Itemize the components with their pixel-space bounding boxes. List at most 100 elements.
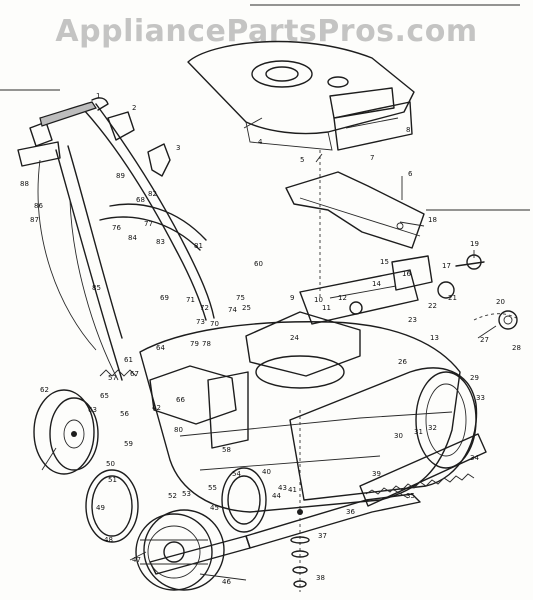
callout-82: 82 bbox=[148, 190, 157, 198]
callout-53: 53 bbox=[182, 490, 191, 498]
callout-49: 49 bbox=[96, 504, 105, 512]
callout-35: 35 bbox=[406, 492, 415, 500]
callout-numbers: 1 2 3 4 5 6 7 8 9 10 11 12 13 14 15 16 1… bbox=[20, 92, 521, 586]
callout-57: 57 bbox=[108, 374, 117, 382]
callout-85: 85 bbox=[92, 284, 101, 292]
callout-48: 48 bbox=[104, 536, 113, 544]
callout-2: 2 bbox=[132, 104, 136, 112]
callout-59: 59 bbox=[124, 440, 133, 448]
front-wheel-left bbox=[33, 389, 99, 475]
callout-56: 56 bbox=[120, 410, 129, 418]
callout-21: 21 bbox=[448, 294, 457, 302]
callout-76: 76 bbox=[112, 224, 121, 232]
watermark: AppliancePartsPros.com bbox=[55, 14, 478, 49]
callout-12: 12 bbox=[338, 294, 347, 302]
callout-37: 37 bbox=[318, 532, 327, 540]
callout-32: 32 bbox=[428, 424, 437, 432]
callout-61: 61 bbox=[124, 356, 133, 364]
callout-24: 24 bbox=[290, 334, 299, 342]
callout-83: 83 bbox=[156, 238, 165, 246]
callout-7: 7 bbox=[370, 154, 374, 162]
callout-16: 16 bbox=[402, 270, 411, 278]
serrated-strip bbox=[359, 433, 487, 507]
callout-47: 47 bbox=[132, 556, 141, 564]
callout-58: 58 bbox=[222, 446, 231, 454]
callout-9: 9 bbox=[290, 294, 294, 302]
callout-14: 14 bbox=[372, 280, 381, 288]
callout-29: 29 bbox=[470, 374, 479, 382]
rear-roller bbox=[289, 367, 478, 501]
callout-38: 38 bbox=[316, 574, 325, 582]
callout-8: 8 bbox=[406, 126, 410, 134]
callout-66: 66 bbox=[176, 396, 185, 404]
hub-ring bbox=[221, 467, 267, 533]
callout-28: 28 bbox=[512, 344, 521, 352]
callout-73: 73 bbox=[196, 318, 205, 326]
callout-33: 33 bbox=[476, 394, 485, 402]
callout-27: 27 bbox=[480, 336, 489, 344]
callout-19: 19 bbox=[470, 240, 479, 248]
callout-67: 67 bbox=[130, 370, 139, 378]
callout-80: 80 bbox=[174, 426, 183, 434]
callout-1: 1 bbox=[96, 92, 100, 100]
callout-54: 54 bbox=[232, 470, 241, 478]
callout-15: 15 bbox=[380, 258, 389, 266]
engine-shroud bbox=[0, 4, 520, 151]
callout-42: 42 bbox=[152, 404, 161, 412]
hubcap-ring bbox=[85, 469, 139, 543]
callout-55: 55 bbox=[208, 484, 217, 492]
callout-5: 5 bbox=[300, 156, 304, 164]
callout-64: 64 bbox=[156, 344, 165, 352]
mower-handle bbox=[37, 103, 215, 381]
callout-65: 65 bbox=[100, 392, 109, 400]
callout-6: 6 bbox=[408, 170, 413, 178]
callout-22: 22 bbox=[428, 302, 437, 310]
callout-60: 60 bbox=[254, 260, 263, 268]
callout-81: 81 bbox=[194, 242, 203, 250]
callout-41: 41 bbox=[288, 486, 297, 494]
mower-deck bbox=[139, 311, 461, 513]
decal-plate bbox=[333, 101, 413, 151]
cutter-blade bbox=[149, 493, 421, 575]
callout-72: 72 bbox=[200, 304, 209, 312]
handle-bracket bbox=[285, 150, 530, 300]
callout-68: 68 bbox=[136, 196, 145, 204]
callout-3: 3 bbox=[176, 144, 180, 152]
callout-20: 20 bbox=[496, 298, 505, 306]
callout-89: 89 bbox=[116, 172, 125, 180]
callout-71: 71 bbox=[186, 296, 195, 304]
callout-69: 69 bbox=[160, 294, 169, 302]
callout-11: 11 bbox=[322, 304, 331, 312]
callout-26: 26 bbox=[398, 358, 407, 366]
callout-62: 62 bbox=[40, 386, 49, 394]
callout-74: 74 bbox=[228, 306, 237, 314]
callout-36: 36 bbox=[346, 508, 355, 516]
handle-controls bbox=[17, 97, 171, 177]
callout-25: 25 bbox=[242, 304, 251, 312]
leader-lines bbox=[41, 117, 497, 581]
callout-70: 70 bbox=[210, 320, 219, 328]
callout-84: 84 bbox=[128, 234, 137, 242]
rear-wheel-left bbox=[135, 509, 225, 591]
callout-46: 46 bbox=[222, 578, 231, 586]
callout-75: 75 bbox=[236, 294, 245, 302]
callout-63: 63 bbox=[88, 406, 97, 414]
callout-18: 18 bbox=[428, 216, 437, 224]
callout-40: 40 bbox=[262, 468, 271, 476]
callout-23: 23 bbox=[408, 316, 417, 324]
callout-79: 79 bbox=[190, 340, 199, 348]
callout-77: 77 bbox=[144, 220, 153, 228]
callout-43: 43 bbox=[278, 484, 287, 492]
spring-left bbox=[99, 369, 137, 377]
callout-45: 45 bbox=[210, 504, 219, 512]
drive-assembly bbox=[299, 254, 485, 325]
callout-86: 86 bbox=[34, 202, 43, 210]
callout-17: 17 bbox=[442, 262, 451, 270]
callout-87: 87 bbox=[30, 216, 39, 224]
callout-78: 78 bbox=[202, 340, 211, 348]
callout-4: 4 bbox=[258, 138, 263, 146]
callout-34: 34 bbox=[470, 454, 479, 462]
callout-50: 50 bbox=[106, 460, 115, 468]
